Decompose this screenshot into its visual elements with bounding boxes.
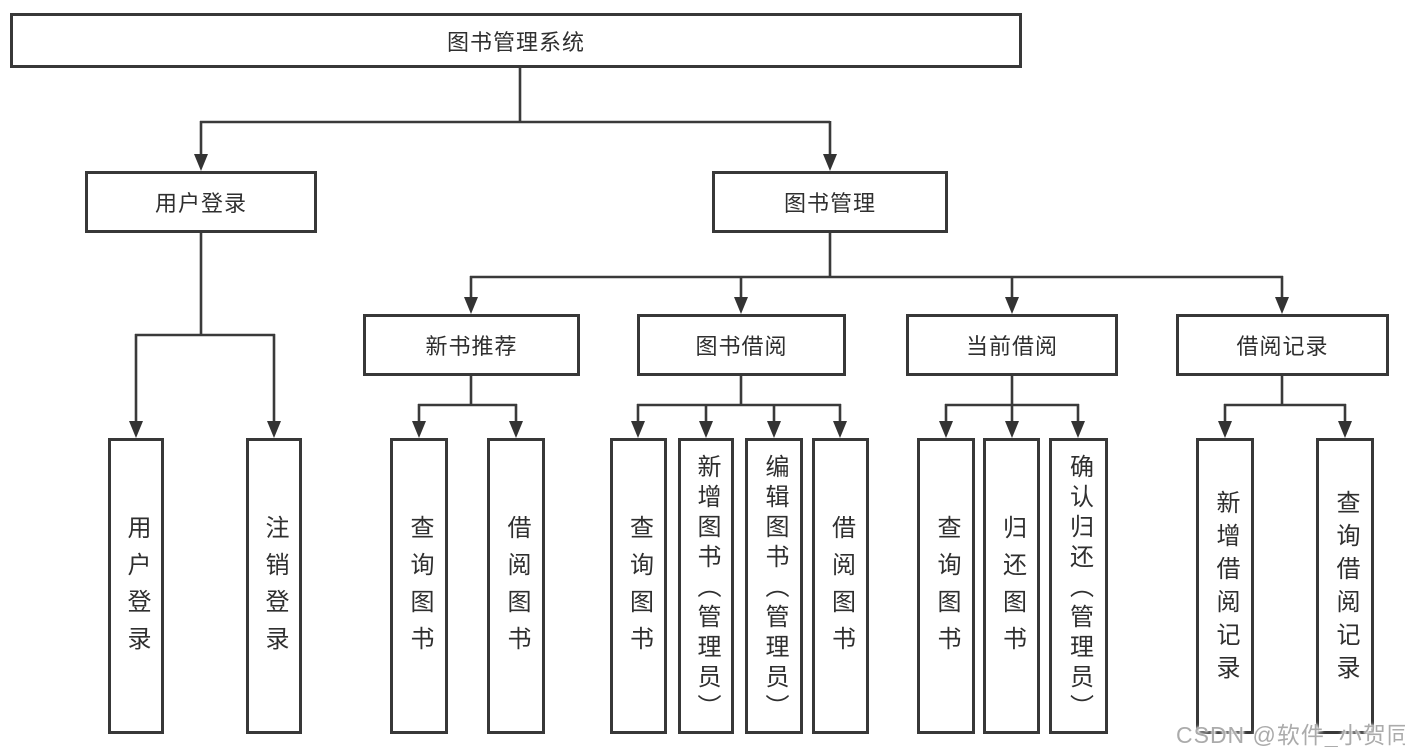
node-book-management: 图书管理 bbox=[712, 171, 948, 233]
leaf-add-books-admin: 新增图书（管理员） bbox=[678, 438, 734, 734]
leaf-query-borrow-record: 查询借阅记录 bbox=[1316, 438, 1374, 734]
leaf-user-login: 用户登录 bbox=[108, 438, 164, 734]
leaf-confirm-return-admin: 确认归还（管理员） bbox=[1049, 438, 1108, 734]
node-new-book-recommend: 新书推荐 bbox=[363, 314, 580, 376]
watermark: CSDN @软件_小贺同学 bbox=[1176, 722, 1405, 747]
leaf-query-books-current: 查询图书 bbox=[917, 438, 975, 734]
node-current-borrow: 当前借阅 bbox=[906, 314, 1118, 376]
leaf-return-books: 归还图书 bbox=[983, 438, 1040, 734]
leaf-borrow-books: 借阅图书 bbox=[812, 438, 869, 734]
leaf-borrow-books-recommend: 借阅图书 bbox=[487, 438, 545, 734]
leaf-edit-books-admin: 编辑图书（管理员） bbox=[745, 438, 803, 734]
leaf-logout: 注销登录 bbox=[246, 438, 302, 734]
leaf-query-books-borrow: 查询图书 bbox=[610, 438, 667, 734]
node-user-login: 用户登录 bbox=[85, 171, 317, 233]
node-book-borrow: 图书借阅 bbox=[637, 314, 846, 376]
leaf-query-books-recommend: 查询图书 bbox=[390, 438, 448, 734]
node-borrow-records: 借阅记录 bbox=[1176, 314, 1389, 376]
node-library-system: 图书管理系统 bbox=[10, 13, 1022, 68]
leaf-add-borrow-record: 新增借阅记录 bbox=[1196, 438, 1254, 734]
